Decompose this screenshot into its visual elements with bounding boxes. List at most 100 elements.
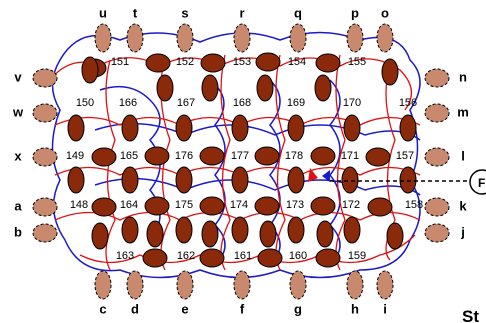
edge-letter-top-p: p [351,5,359,20]
edge-bead-bottom-d [126,270,144,300]
pin-label-168: 168 [233,97,251,109]
edge-letter-left-v: v [14,69,22,84]
pin-label-164: 164 [120,199,138,211]
bead-25 [314,74,332,102]
bead-34 [67,166,85,194]
edge-letter-top-t: t [133,5,138,20]
edge-bead-right-k [424,197,450,217]
bead-30 [231,114,249,142]
edge-letter-right-k: k [459,198,467,213]
edge-bead-bottom-e [176,270,194,300]
edge-bead-right-j [424,223,450,243]
pin-label-173: 173 [286,199,304,211]
edge-bead-left-x [32,147,58,167]
edge-bead-top-q [289,23,307,53]
pin-label-165: 165 [120,150,138,162]
thread-red-7 [220,54,231,271]
bead-32 [343,114,361,142]
bead-6 [144,146,170,166]
pin-label-169: 169 [287,97,305,109]
edge-letter-top-u: u [99,5,107,20]
bead-26 [381,58,399,86]
bead-42 [146,220,164,248]
pin-label-161: 161 [234,250,252,262]
corner-caption: St [462,307,479,323]
edge-bead-right-l [424,147,450,167]
pin-label-156: 156 [399,97,417,109]
bead-38 [287,166,305,194]
pin-label-149: 149 [66,150,84,162]
bead-49 [231,216,249,244]
edge-letter-left-b: b [14,224,22,239]
pin-label-167: 167 [177,97,195,109]
pin-label-158: 158 [405,199,423,211]
bead-44 [259,220,277,248]
edge-bead-bottom-h [346,270,364,300]
edge-letter-right-j: j [460,224,465,239]
bead-46 [386,222,404,250]
bead-35 [121,166,139,194]
bead-12 [144,196,170,216]
edge-bead-top-t [126,23,144,53]
edge-bead-left-w [32,103,58,123]
thread-red-9 [335,54,346,271]
bead-8 [254,146,280,166]
bead-36 [175,166,193,194]
pin-label-178: 178 [285,150,303,162]
edge-letter-top-o: o [381,5,389,20]
pin-label-151: 151 [111,56,129,68]
bead-51 [343,216,361,244]
bead-43 [201,220,219,248]
edge-bead-right-n [424,68,450,88]
edge-bead-left-a [32,197,58,217]
bead-14 [254,196,280,216]
pin-label-150: 150 [76,97,94,109]
bead-29 [175,114,193,142]
edge-letter-bottom-d: d [131,301,139,316]
direction-arrow-blue [322,170,330,182]
edge-letter-bottom-i: i [383,301,387,316]
thread-red-8 [275,54,286,271]
pin-label-163: 163 [116,250,134,262]
edge-letter-left-a: a [14,198,22,213]
pin-label-176: 176 [175,150,193,162]
edge-letter-right-n: n [459,69,467,84]
bead-9 [310,146,336,166]
bead-4 [315,53,341,73]
edge-letter-top-s: s [181,5,188,20]
edge-letter-right-m: m [457,104,469,119]
pin-label-175: 175 [175,199,193,211]
bead-37 [231,166,249,194]
edge-letter-bottom-h: h [351,301,359,316]
start-marker-letter: F [478,176,485,190]
edge-letter-top-q: q [294,5,302,20]
bead-41 [91,222,109,250]
bead-22 [156,74,174,102]
bead-48 [175,216,193,244]
bead-3 [255,52,281,72]
pin-label-148: 148 [70,199,88,211]
thread-blue-5 [94,122,421,141]
edge-bead-right-m [424,103,450,123]
edge-letter-bottom-c: c [99,301,106,316]
bead-31 [287,114,305,142]
bead-15 [310,196,336,216]
edge-bead-left-b [32,223,58,243]
edge-bead-bottom-f [233,270,251,300]
start-marker-group: F St [308,168,486,323]
pin-label-177: 177 [231,150,249,162]
thread-red-10 [385,64,396,261]
pin-label-160: 160 [289,250,307,262]
pin-label-171: 171 [341,150,359,162]
bead-50 [287,216,305,244]
pin-label-152: 152 [176,56,194,68]
bead-21 [81,56,99,84]
edge-bead-top-o [376,23,394,53]
bead-28 [121,114,139,142]
edge-bead-left-v [32,68,58,88]
bead-1 [145,53,171,73]
bead-33 [399,114,417,142]
edge-bead-top-u [94,23,112,53]
bead-39 [341,166,359,194]
